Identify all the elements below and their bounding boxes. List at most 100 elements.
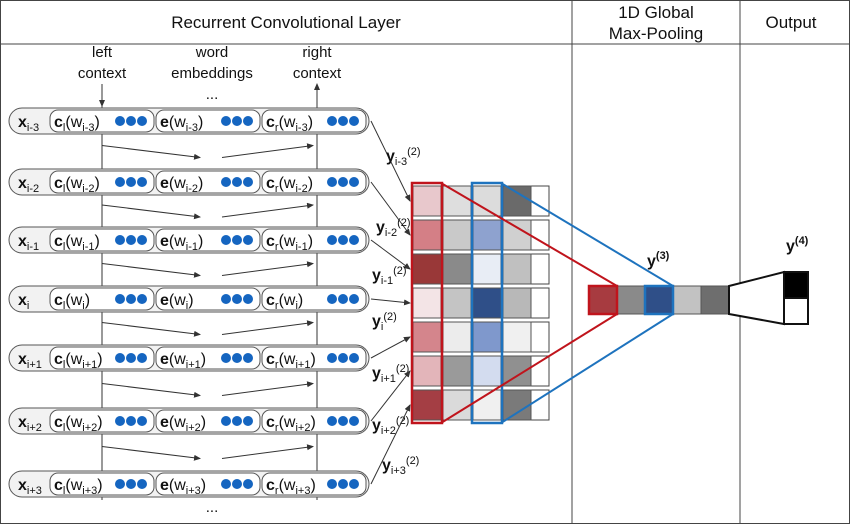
x-input-label: xi-3	[18, 114, 39, 134]
right-context-cell-label: cr(wi+1)	[266, 351, 316, 371]
left-context-label-1: left	[92, 44, 113, 61]
left-context-cell	[49, 287, 155, 311]
embedding-unit-dot	[338, 353, 348, 363]
embedding-unit-dot	[327, 479, 337, 489]
embedding-unit-dot	[221, 353, 231, 363]
embedding-unit-dot	[243, 353, 253, 363]
right-context-label-2: context	[293, 65, 342, 82]
x-input-label: xi-2	[18, 175, 39, 195]
pooled-cell	[616, 285, 646, 315]
y2-label: yi+3(2)	[382, 455, 419, 477]
embedding-unit-dot	[243, 416, 253, 426]
embedding-unit-dot	[137, 177, 147, 187]
embedding-unit-dot	[327, 177, 337, 187]
right-context-link	[221, 143, 314, 158]
x-input-label: xi+1	[18, 351, 42, 371]
left-context-link	[101, 383, 201, 398]
embedding-unit-dot	[126, 177, 136, 187]
y3-label: y(3)	[647, 250, 670, 270]
feature-cell	[472, 321, 502, 353]
blue-feature-column	[470, 181, 504, 425]
word-embedding-cell	[155, 109, 261, 133]
embedding-unit-dot	[338, 479, 348, 489]
feature-cell	[442, 321, 472, 353]
right-context-cell-label: cr(wi)	[266, 292, 303, 312]
embedding-unit-dot	[137, 235, 147, 245]
pool-title-line2: Max-Pooling	[609, 24, 704, 43]
embedding-unit-dot	[137, 416, 147, 426]
feature-cell	[412, 321, 442, 353]
embedding-unit-dot	[338, 177, 348, 187]
left-context-link	[101, 322, 201, 337]
embedding-unit-dot	[126, 116, 136, 126]
y2-label: yi(2)	[372, 311, 397, 333]
row-to-feature-arrow	[370, 181, 411, 236]
embedding-unit-dot	[338, 235, 348, 245]
feature-cell	[472, 253, 502, 285]
row-to-feature-arrow	[370, 336, 411, 359]
red-funnel-line	[440, 313, 618, 424]
feature-cell	[412, 389, 442, 421]
blue-funnel-line	[500, 182, 674, 287]
word-embedding-cell-label: e(wi-2)	[160, 175, 203, 195]
word-embedding-cell-label: e(wi-1)	[160, 233, 203, 253]
x-input-label: xi-1	[18, 233, 39, 253]
embedding-unit-dot	[221, 235, 231, 245]
left-context-link	[101, 204, 201, 220]
word-embedding-cell-label: e(wi+3)	[160, 477, 206, 497]
left-context-cell-label: cl(wi-2)	[54, 175, 100, 195]
embedding-unit-dot	[115, 416, 125, 426]
word-embedding-cell	[155, 346, 261, 370]
embedding-unit-dot	[232, 416, 242, 426]
feature-cell	[502, 219, 532, 251]
red-funnel-line	[440, 182, 618, 287]
embedding-unit-dot	[349, 416, 359, 426]
feature-cell	[412, 355, 442, 387]
feature-cell	[412, 185, 442, 217]
embedding-unit-dot	[327, 416, 337, 426]
pooled-cell	[644, 285, 674, 315]
row-to-feature-arrow	[370, 404, 411, 485]
embedding-unit-dot	[232, 353, 242, 363]
left-context-cell-label: cl(wi+2)	[54, 414, 103, 434]
right-context-link	[221, 381, 314, 396]
left-context-cell-label: cl(wi+3)	[54, 477, 103, 497]
feature-cell	[442, 219, 472, 251]
left-context-cell	[49, 472, 155, 496]
embedding-unit-dot	[221, 479, 231, 489]
embedding-unit-dot	[327, 235, 337, 245]
embedding-unit-dot	[243, 177, 253, 187]
embedding-unit-dot	[137, 353, 147, 363]
word-embedding-cell	[155, 170, 261, 194]
left-context-link	[101, 145, 201, 160]
y2-label: yi+1(2)	[372, 363, 409, 385]
feature-cell	[412, 253, 442, 285]
embedding-unit-dot	[232, 177, 242, 187]
output-funnel	[728, 270, 785, 326]
embedding-unit-dot	[137, 294, 147, 304]
output-cell	[783, 297, 809, 325]
left-context-link	[101, 446, 201, 461]
row-to-feature-arrow	[370, 370, 411, 422]
right-context-cell	[261, 409, 367, 433]
word-embedding-cell-label: e(wi+1)	[160, 351, 206, 371]
embedding-unit-dot	[243, 479, 253, 489]
embedding-unit-dot	[349, 116, 359, 126]
embedding-unit-dot	[115, 294, 125, 304]
embedding-unit-dot	[115, 353, 125, 363]
embedding-unit-dot	[115, 177, 125, 187]
right-context-cell-label: cr(wi+2)	[266, 414, 316, 434]
left-context-cell	[49, 346, 155, 370]
feature-cell	[502, 287, 532, 319]
pooled-cell	[672, 285, 702, 315]
blue-funnel-line	[500, 313, 674, 424]
right-context-link	[221, 202, 314, 218]
embedding-unit-dot	[221, 116, 231, 126]
embedding-unit-dot	[327, 353, 337, 363]
feature-cell	[442, 253, 472, 285]
